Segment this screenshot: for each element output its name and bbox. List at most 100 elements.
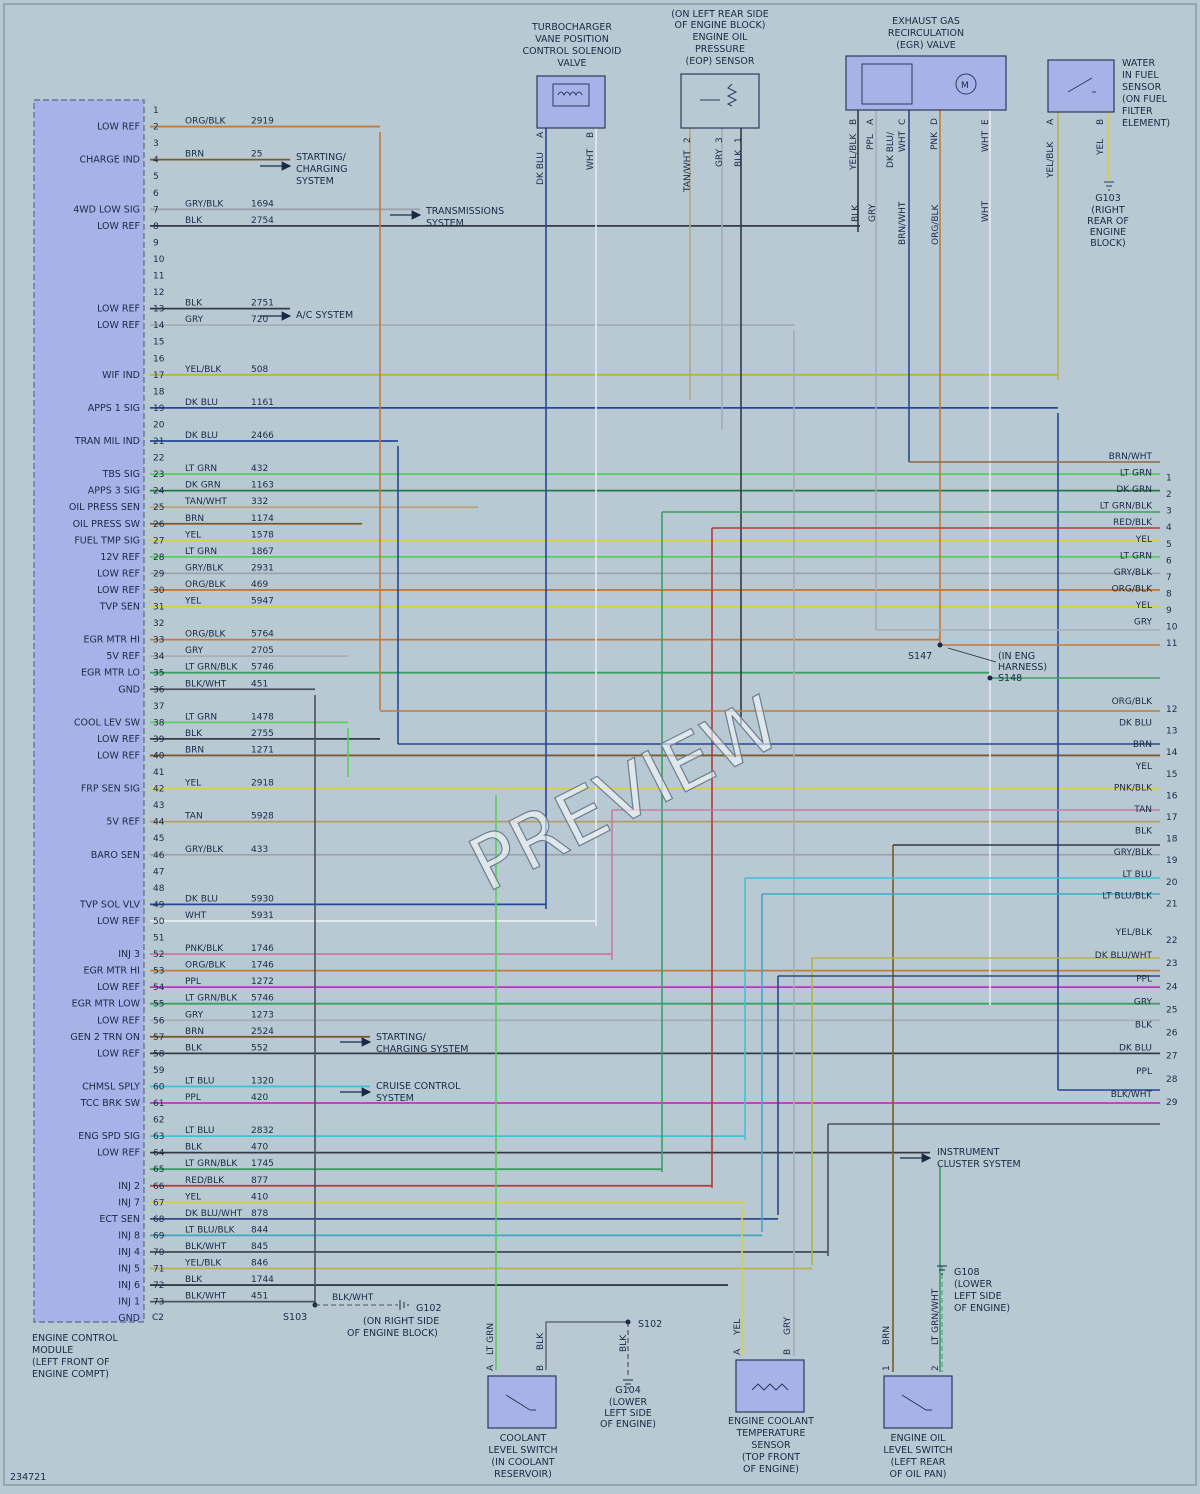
ect-sensor: ENGINE COOLANT TEMPERATURE SENSOR (TOP F… <box>728 1316 814 1475</box>
wire-circuit: 5930 <box>251 894 274 904</box>
wire-color: LT GRN <box>185 712 217 722</box>
ecm-pin-signal: FRP SEN SIG <box>81 784 140 795</box>
svg-text:2: 2 <box>931 1365 941 1371</box>
svg-text:CONTROL SOLENOID: CONTROL SOLENOID <box>523 46 622 57</box>
ecm-pin-signal: LOW REF <box>97 585 140 596</box>
ecm-pin-number: 47 <box>153 867 164 877</box>
system-cruise-2: SYSTEM <box>376 1093 414 1104</box>
svg-text:BLOCK): BLOCK) <box>1090 238 1126 249</box>
system-cruise-1: CRUISE CONTROL <box>376 1081 461 1092</box>
ecm-pin-signal: INJ 6 <box>118 1280 140 1291</box>
ecm-pin-number: 34 <box>153 652 165 662</box>
ecm-pin-number: 52 <box>153 950 164 960</box>
wire-color: BLK <box>185 216 203 226</box>
harness-pin: 17 <box>1166 813 1177 823</box>
wire-circuit: 1694 <box>251 199 274 209</box>
ecm-pin-number: 9 <box>153 238 159 248</box>
svg-text:1: 1 <box>882 1365 892 1371</box>
wire-color: LT BLU <box>185 1076 214 1086</box>
ecm-pin-number: 28 <box>153 553 165 563</box>
wire-circuit: 1320 <box>251 1076 274 1086</box>
ecm-pin-number: 64 <box>153 1149 165 1159</box>
ecm-pin-signal: WIF IND <box>102 370 140 381</box>
svg-text:VALVE: VALVE <box>557 58 586 69</box>
ecm-pin-signal: GND <box>118 684 140 695</box>
diagram-id: 234721 <box>10 1472 46 1483</box>
svg-text:LT GRN/WHT: LT GRN/WHT <box>931 1288 941 1345</box>
ecm-pin-number: 2 <box>153 123 159 133</box>
wire-color: PPL <box>185 977 201 987</box>
svg-text:IN FUEL: IN FUEL <box>1122 70 1159 81</box>
wire-color: BLK <box>185 299 203 309</box>
harness-pin: 29 <box>1166 1098 1178 1108</box>
svg-text:YEL/BLK: YEL/BLK <box>1046 141 1056 179</box>
ecm-pin-signal: COOL LEV SW <box>74 717 141 728</box>
eng-harness-1: (IN ENG <box>998 651 1035 662</box>
ecm-pin-number: 35 <box>153 669 164 679</box>
wire-color: GRY/BLK <box>185 199 224 209</box>
svg-text:GRY: GRY <box>715 148 725 167</box>
harness-color: GRY/BLK <box>1114 568 1153 578</box>
ecm-pin-signal: INJ 1 <box>118 1297 140 1308</box>
svg-text:(TOP FRONT: (TOP FRONT <box>742 1452 800 1463</box>
wire-circuit: 1746 <box>251 944 274 954</box>
wire-circuit: 2751 <box>251 299 274 309</box>
ecm-pin-number: 70 <box>153 1248 165 1258</box>
ecm-pin-number: 12 <box>153 288 164 298</box>
wire-circuit: 25 <box>251 150 262 160</box>
svg-text:G104: G104 <box>615 1385 641 1396</box>
harness-pin: 16 <box>1166 791 1178 801</box>
ecm-pin-number: 26 <box>153 520 165 530</box>
system-trans-2: SYSTEM <box>426 218 464 229</box>
svg-text:YEL: YEL <box>1096 139 1106 156</box>
wire-color: RED/BLK <box>185 1176 225 1186</box>
svg-text:ORG/BLK: ORG/BLK <box>931 203 941 245</box>
wire-color: GRY <box>185 646 204 656</box>
ecm-pin-signal: 4WD LOW SIG <box>73 204 140 215</box>
svg-text:(ON FUEL: (ON FUEL <box>1122 94 1168 105</box>
wire-circuit: 720 <box>251 315 268 325</box>
wire-color: GRY/BLK <box>185 563 224 573</box>
wire-circuit: 846 <box>251 1259 268 1269</box>
wif-sensor: WATER IN FUEL SENSOR (ON FUEL FILTER ELE… <box>1046 58 1170 249</box>
harness-pin: 26 <box>1166 1029 1178 1039</box>
svg-text:(LOWER: (LOWER <box>609 1397 648 1408</box>
wire-color: PNK/BLK <box>185 944 224 954</box>
svg-text:B: B <box>1096 119 1106 125</box>
ecm-pin-signal: EGR MTR HI <box>83 966 140 977</box>
ecm-pin-signal: LOW REF <box>97 122 140 133</box>
ecm-pin-signal: EGR MTR LO <box>81 668 140 679</box>
ecm-pin-number: 14 <box>153 321 165 331</box>
svg-text:G103: G103 <box>1095 193 1121 204</box>
wire-circuit: 5746 <box>251 994 274 1004</box>
harness-pin: 21 <box>1166 899 1177 909</box>
ecm-pin-number: 54 <box>153 983 165 993</box>
s148-label: S148 <box>998 673 1022 684</box>
ecm-pin-number: 57 <box>153 1033 164 1043</box>
wire-circuit: 1273 <box>251 1010 274 1020</box>
ecm-pin-signal: 5V REF <box>106 651 140 662</box>
wire-circuit: 432 <box>251 464 268 474</box>
svg-text:TURBOCHARGER: TURBOCHARGER <box>531 22 612 33</box>
harness-pin: 7 <box>1166 573 1172 583</box>
ecm-pin-number: 32 <box>153 619 164 629</box>
wire-color: LT BLU/BLK <box>185 1225 236 1235</box>
ecm-pin-signal: EGR MTR LOW <box>72 999 141 1010</box>
svg-text:LT GRN: LT GRN <box>486 1323 496 1355</box>
wire-circuit: 1746 <box>251 961 274 971</box>
svg-text:ENGINE OIL: ENGINE OIL <box>693 32 749 43</box>
wire-circuit: 2466 <box>251 431 274 441</box>
wire-circuit: 2918 <box>251 779 274 789</box>
ecm-pin-signal: TVP SOL VLV <box>79 899 141 910</box>
svg-text:SENSOR: SENSOR <box>751 1440 791 1451</box>
wire-color: LT GRN <box>185 464 217 474</box>
ecm-pin-number: 46 <box>153 851 165 861</box>
eng-harness-2: HARNESS) <box>998 662 1047 673</box>
ecm-pin-number: 59 <box>153 1066 165 1076</box>
wire-color: BLK <box>185 1275 203 1285</box>
ecm-pin-signal: LOW REF <box>97 1048 140 1059</box>
ecm-pin-signal: LOW REF <box>97 304 140 315</box>
wire-circuit: 1174 <box>251 514 274 524</box>
